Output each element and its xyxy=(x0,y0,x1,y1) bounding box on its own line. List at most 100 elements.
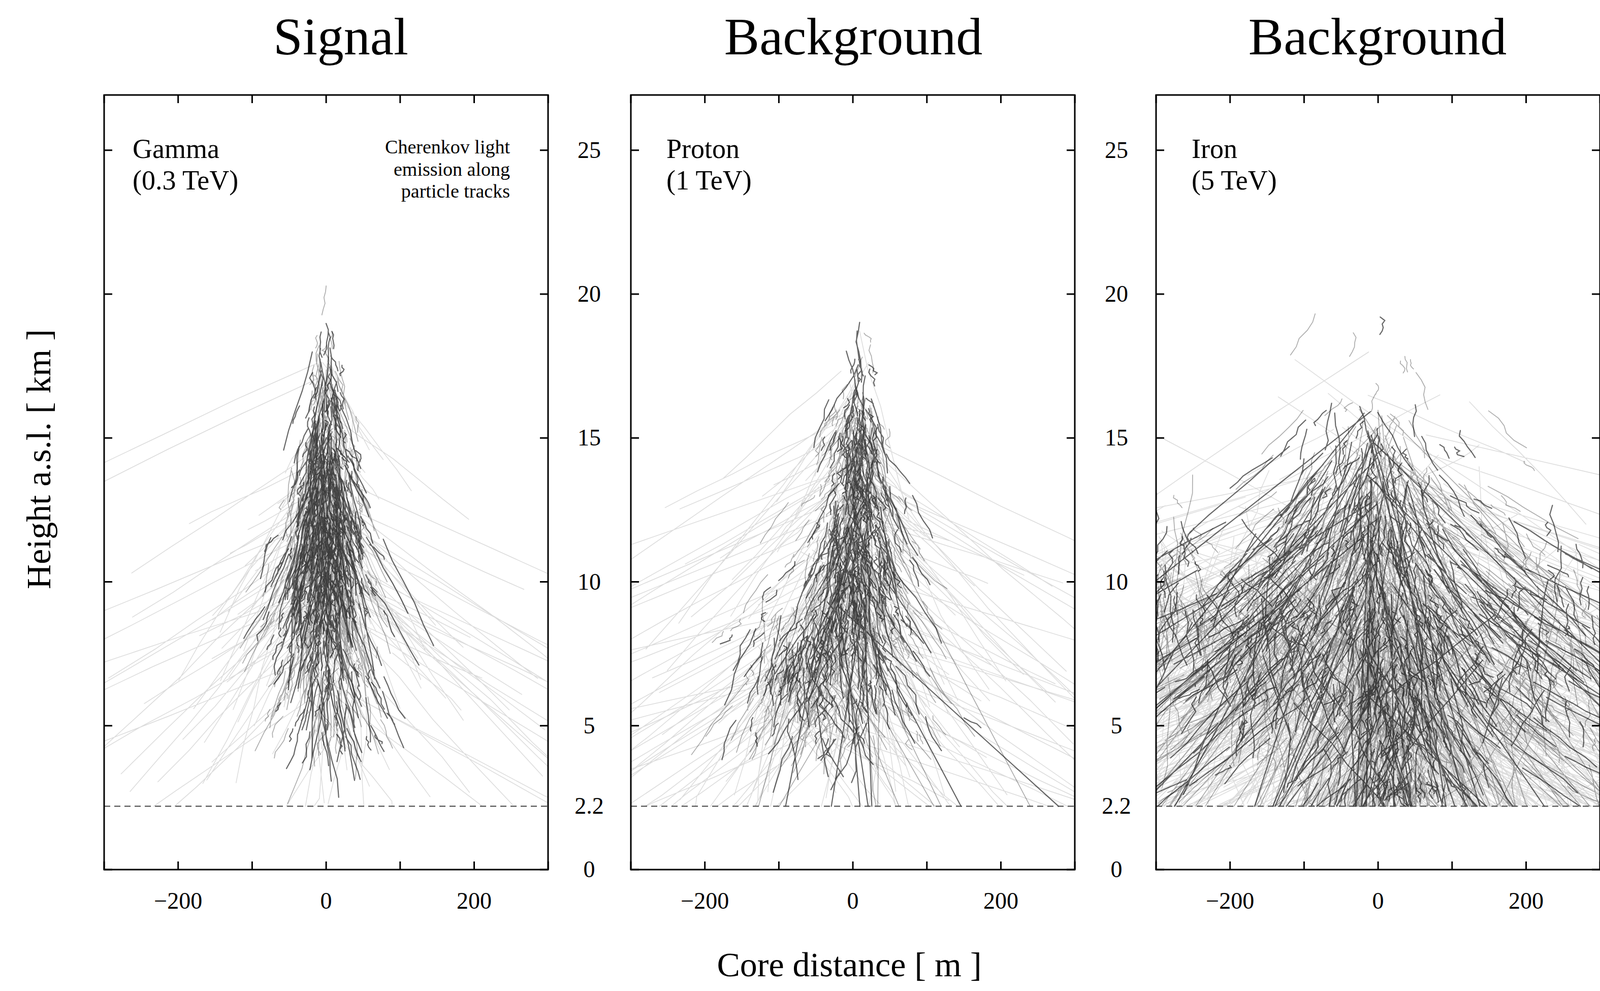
axis-title: Height a.s.l. [ km ] xyxy=(21,329,56,590)
y-tick xyxy=(630,293,639,296)
y-tick xyxy=(1156,724,1165,727)
particle-tracks xyxy=(1156,316,1600,807)
y-tick xyxy=(630,724,639,727)
y-tick xyxy=(1591,293,1600,296)
x-tick xyxy=(704,94,706,104)
y-tick xyxy=(1591,869,1600,871)
y-tick xyxy=(1591,149,1600,151)
y-tick xyxy=(1591,724,1600,727)
line-spacer xyxy=(1239,133,1282,161)
x-tick xyxy=(177,861,179,870)
particle-label: Iron (5 TeV) xyxy=(1191,133,1282,197)
x-tick xyxy=(1229,94,1231,104)
x-tick xyxy=(547,861,550,870)
panel-frame xyxy=(1156,94,1600,870)
y-tick xyxy=(104,293,113,296)
tick-label: 10 xyxy=(1104,570,1129,594)
y-tick xyxy=(1066,724,1075,727)
x-tick xyxy=(1229,861,1231,870)
shower-panel xyxy=(1156,313,1600,807)
shower-panel xyxy=(630,322,1075,807)
x-tick xyxy=(1451,861,1453,870)
tick-label: 200 xyxy=(456,889,492,913)
x-tick xyxy=(1377,861,1380,870)
x-tick xyxy=(1000,861,1002,870)
y-tick xyxy=(104,869,113,871)
y-tick xyxy=(539,869,549,871)
tick-label: 0 xyxy=(847,889,859,913)
tick-label: 0 xyxy=(1110,857,1123,882)
tick-label: 2.2 xyxy=(574,794,604,818)
x-tick xyxy=(251,861,253,870)
y-tick xyxy=(1591,437,1600,439)
x-tick xyxy=(704,861,706,870)
tick-label: 15 xyxy=(1104,426,1129,450)
tick-label: 5 xyxy=(583,714,596,738)
x-tick xyxy=(325,861,328,870)
x-tick xyxy=(778,94,780,104)
particle-tracks xyxy=(243,323,434,798)
tick-label: 25 xyxy=(577,138,601,163)
y-tick xyxy=(539,293,549,296)
x-tick xyxy=(177,94,179,104)
y-tick xyxy=(630,581,639,583)
y-tick xyxy=(539,149,549,151)
y-tick xyxy=(539,581,549,583)
x-tick xyxy=(1155,861,1158,870)
tick-label: 5 xyxy=(1110,714,1123,738)
panel-frame xyxy=(104,94,549,870)
y-tick xyxy=(1066,581,1075,583)
y-tick xyxy=(1156,149,1165,151)
y-tick xyxy=(1156,869,1165,871)
x-tick xyxy=(103,861,106,870)
ground-level-line xyxy=(1156,805,1600,807)
x-tick xyxy=(473,94,475,104)
tick-label: 2.2 xyxy=(1101,794,1132,818)
x-tick xyxy=(1074,861,1076,870)
tick-label: 200 xyxy=(1508,889,1544,913)
y-tick xyxy=(1066,293,1075,296)
y-tick xyxy=(1591,581,1600,583)
tick-label: −200 xyxy=(680,889,729,913)
y-tick xyxy=(1066,437,1075,439)
x-tick xyxy=(1303,94,1305,104)
axis-title: Core distance [ m ] xyxy=(716,947,982,982)
tick-label: 20 xyxy=(1104,282,1129,306)
y-tick xyxy=(104,437,113,439)
y-tick xyxy=(104,149,113,151)
panel-heading: Background xyxy=(724,10,983,63)
x-tick xyxy=(1074,94,1076,104)
particle-label: Gamma (0.3 TeV) xyxy=(132,133,244,197)
y-tick xyxy=(1156,293,1165,296)
x-tick xyxy=(1451,94,1453,104)
y-tick xyxy=(630,149,639,151)
y-tick xyxy=(539,437,549,439)
x-tick xyxy=(251,94,253,104)
y-tick xyxy=(630,437,639,439)
x-tick xyxy=(399,94,401,104)
y-tick xyxy=(1066,149,1075,151)
y-tick xyxy=(104,724,113,727)
x-tick xyxy=(473,861,475,870)
x-tick xyxy=(1525,861,1527,870)
ground-level-line xyxy=(630,805,1075,807)
tick-label: −200 xyxy=(1205,889,1255,913)
x-tick xyxy=(103,94,106,104)
panel-heading: Signal xyxy=(273,10,409,63)
panel-frame xyxy=(630,94,1075,870)
x-tick xyxy=(852,94,854,104)
x-tick xyxy=(925,94,928,104)
tick-label: 0 xyxy=(320,889,333,913)
x-tick xyxy=(925,861,928,870)
panel-heading: Background xyxy=(1248,10,1507,63)
tick-label: −200 xyxy=(153,889,203,913)
x-tick xyxy=(1303,861,1305,870)
note-text: Cherenkov light emission along particle … xyxy=(380,136,510,203)
y-tick xyxy=(630,869,639,871)
x-tick xyxy=(399,861,401,870)
x-tick xyxy=(1525,94,1527,104)
tick-label: 15 xyxy=(577,426,601,450)
x-tick xyxy=(630,94,632,104)
ground-level-line xyxy=(104,805,549,807)
